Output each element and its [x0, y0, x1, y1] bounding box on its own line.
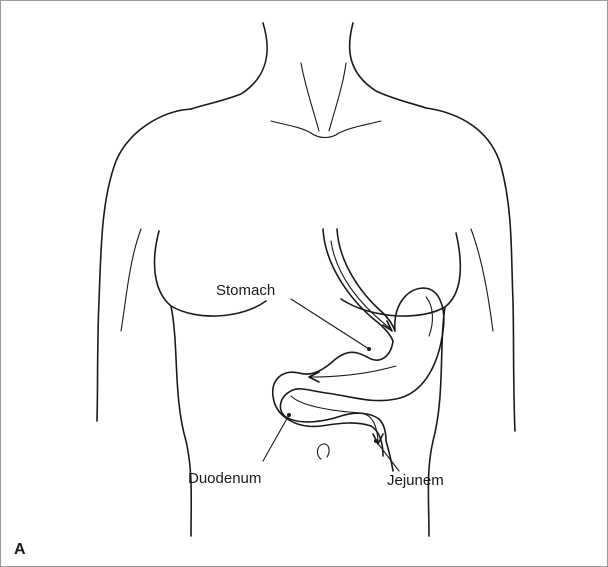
leader-stomach — [291, 299, 369, 349]
collarbone-left — [271, 121, 311, 133]
duodenum-label: Duodenum — [188, 471, 261, 486]
leader-duodenum — [263, 415, 289, 461]
sternal-notch — [311, 133, 339, 138]
collarbone-right — [339, 121, 381, 133]
stomach-label: Stomach — [216, 283, 275, 298]
inner-arm-left — [121, 229, 141, 331]
navel — [317, 444, 329, 459]
neck-tendon-left — [301, 63, 319, 131]
leader-dot-jejunum — [374, 439, 378, 443]
stomach-outline — [280, 288, 443, 441]
flow-arrow-esophagus — [331, 241, 391, 329]
neck-right-outline — [350, 23, 426, 108]
stomach-inner-curve — [299, 341, 393, 374]
chest-left — [155, 231, 266, 316]
inner-arm-right — [471, 229, 493, 331]
flank-right — [428, 307, 445, 536]
stomach-fold — [426, 297, 432, 336]
flank-left — [171, 306, 191, 536]
leader-dot-stomach — [367, 347, 371, 351]
leader-dot-duodenum — [287, 413, 291, 417]
shoulder-right — [426, 108, 515, 431]
neck-left-outline — [191, 23, 267, 109]
jejunum-label: Jejunem — [387, 473, 444, 488]
neck-tendon-right — [329, 63, 346, 131]
panel-letter: A — [14, 542, 26, 558]
